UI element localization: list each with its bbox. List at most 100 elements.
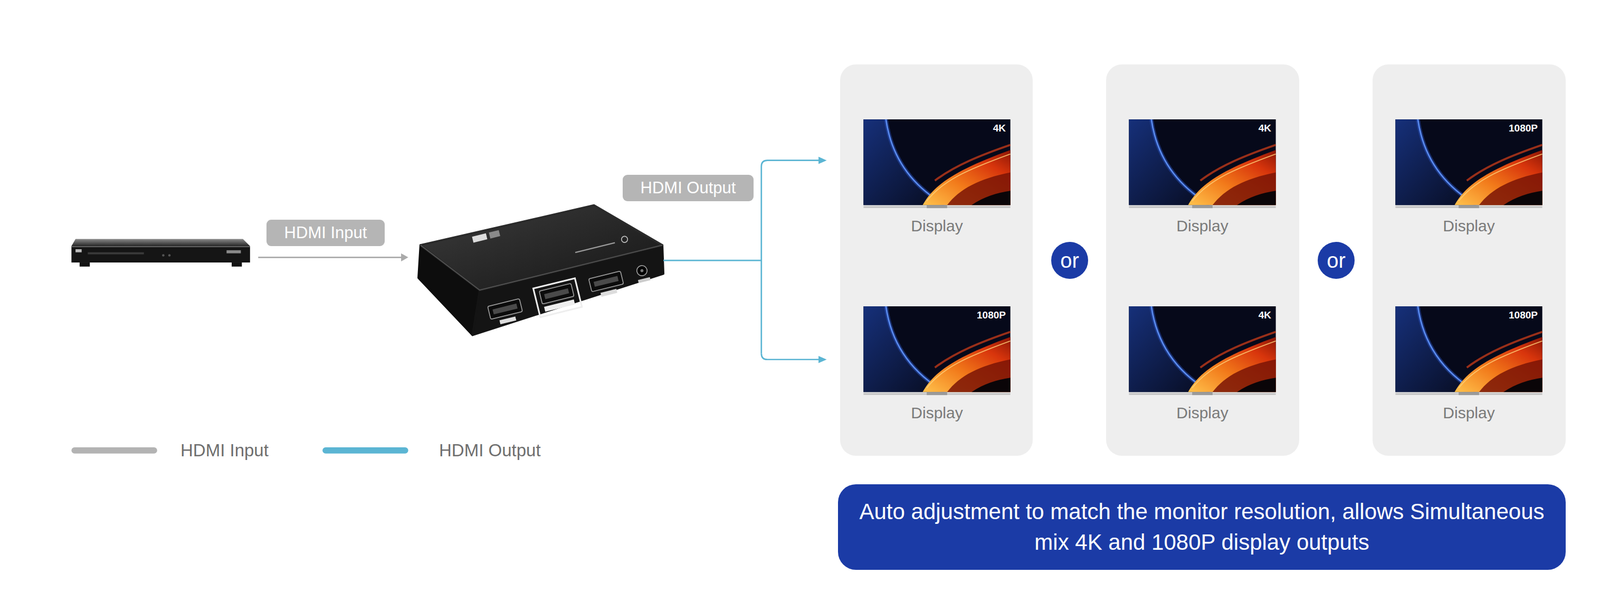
resolution-tag: 1080P [1395, 306, 1543, 404]
display-monitor: 4KDisplay [1128, 306, 1276, 423]
splitter-badge [471, 230, 500, 243]
hdmi-port [533, 278, 583, 318]
player-button [162, 253, 165, 257]
output-line [663, 259, 762, 262]
screen-swirl-shadow [947, 172, 1011, 205]
display-monitor: 4KDisplay [1128, 119, 1276, 236]
hdmi-port [588, 270, 626, 299]
player-display [226, 250, 241, 254]
blu-ray-player [71, 239, 250, 267]
port-label [600, 288, 618, 297]
screen-dark-corner [1503, 377, 1542, 392]
display-monitor: 1080PDisplay [1395, 306, 1543, 423]
screen-dark-corner [1236, 377, 1276, 392]
dc-jack [635, 264, 649, 277]
display-panel [840, 64, 1033, 456]
or-label: or [1326, 248, 1346, 272]
screen-dark-corner [971, 190, 1011, 205]
display-monitor: 1080PDisplay [1395, 119, 1543, 236]
hdmi-splitter [418, 205, 664, 336]
screen-swirl [1187, 149, 1276, 205]
player-logo [75, 249, 82, 253]
screen-swirl [1454, 149, 1542, 205]
or-circle: or [1317, 241, 1355, 279]
port-pins [593, 275, 619, 287]
display-caption: Display [1395, 403, 1543, 423]
signal-label-pill: HDMI Output [622, 174, 755, 201]
tv-screen-art [863, 119, 1011, 211]
display-caption: Display [1395, 216, 1543, 236]
tv-stand [926, 204, 948, 208]
banner-text: Auto adjustment to match the monitor res… [859, 496, 1545, 558]
display-panel [1372, 64, 1566, 456]
screen-swirl-shadow [947, 358, 1011, 392]
or-circle-fill [1051, 241, 1089, 279]
port-box [533, 278, 583, 318]
port-pins [492, 303, 518, 314]
tv-screen-art [1128, 306, 1276, 397]
port-pins [544, 288, 569, 299]
legend-entry: HDMI Output [439, 439, 541, 461]
screen-swirl [922, 149, 1011, 205]
output-arrowhead [818, 355, 827, 364]
player-foot [79, 262, 90, 267]
input-arrow [258, 253, 408, 262]
port-label [544, 299, 576, 312]
player-button [168, 253, 171, 257]
display-monitor: 1080PDisplay [863, 306, 1011, 423]
signal-label-pill: HDMI Input [266, 219, 386, 246]
input-line [258, 256, 403, 259]
player-front [71, 245, 250, 263]
player-foot [231, 262, 242, 267]
splitter-edge [420, 244, 663, 290]
display-panels [840, 64, 1566, 456]
output-line [761, 353, 820, 360]
tv-screen-art [1128, 119, 1276, 211]
input-arrowhead [401, 253, 409, 262]
signal-label: HDMI Output [640, 177, 737, 198]
legend-text: HDMI Input [180, 439, 269, 461]
resolution-tag: 4K [1128, 119, 1276, 217]
screen-dark-corner [1503, 190, 1542, 205]
output-arrowhead [818, 156, 827, 165]
port-label [637, 277, 651, 283]
tv-stand [1458, 391, 1480, 395]
player-slot [87, 252, 144, 255]
badge [488, 230, 501, 239]
port-frame [487, 298, 523, 319]
feature-banner: Auto adjustment to match the monitor res… [837, 483, 1566, 570]
player-edge [71, 245, 250, 247]
tv-stand [1192, 204, 1213, 208]
screen [1128, 119, 1276, 205]
display-caption: Display [863, 216, 1011, 236]
legend-line-sample [71, 446, 157, 454]
display-monitor: 4KDisplay [863, 119, 1011, 236]
resolution-tag: 1080P [1395, 119, 1543, 217]
legend-line-sample [322, 446, 408, 454]
legend-text: HDMI Output [439, 439, 541, 461]
or-circle: or [1051, 241, 1089, 279]
display-caption: Display [1128, 403, 1276, 423]
screen-dark-corner [971, 377, 1011, 392]
print-logo [620, 235, 628, 243]
tv-stand [926, 391, 948, 395]
display-panel [1106, 64, 1300, 456]
display-caption: Display [1128, 216, 1276, 236]
output-line [761, 160, 820, 354]
display-caption: Display [863, 403, 1011, 423]
screen-swirl [1454, 336, 1542, 392]
screen-swirl [1187, 336, 1276, 392]
screen-swirl-shadow [1479, 358, 1543, 392]
scaled-illustration [71, 156, 827, 454]
dc-pin [640, 268, 644, 273]
screen-swirl-shadow [1212, 172, 1276, 205]
port-frame [588, 270, 624, 292]
port-label [499, 316, 517, 325]
or-circle-fill [1317, 241, 1355, 279]
or-label: or [1060, 248, 1080, 272]
screen-dark-corner [1236, 190, 1276, 205]
print-mark [575, 242, 615, 253]
resolution-tag: 4K [863, 119, 1011, 217]
hdmi-port [487, 298, 525, 326]
